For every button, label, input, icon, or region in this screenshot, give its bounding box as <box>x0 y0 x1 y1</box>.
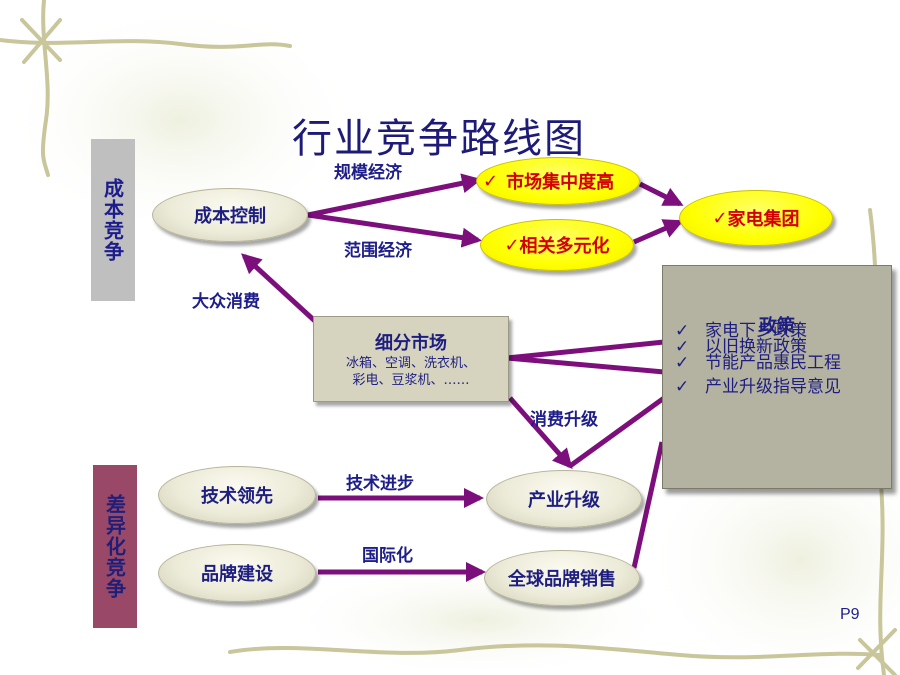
check-icon: ✓ <box>675 353 690 373</box>
arrow-concentration-to-group <box>638 181 684 207</box>
line-segment-to-policy-a <box>506 339 665 361</box>
label-scope-economy: 范围经济 <box>344 241 412 261</box>
arrow-diversification-to-group <box>633 219 684 245</box>
differentiation-competition-label: 差异化竞争 <box>93 465 137 628</box>
node-market-concentration-label: 市场集中度高 <box>506 172 615 193</box>
line-global-to-policy <box>631 441 665 569</box>
segment-market-line-2: 彩电、豆浆机、…… <box>352 373 470 388</box>
line-segment-to-policy-b <box>506 355 665 375</box>
check-icon: ✓ <box>504 234 520 256</box>
arrow-segment-to-upgrade <box>508 396 573 469</box>
segment-market-line-1: 冰箱、空调、洗衣机、 <box>345 356 476 371</box>
line-policy-to-upgrade <box>568 395 666 469</box>
page-title: 行业竞争路线图 <box>292 116 586 162</box>
node-market-concentration: ✓ 市场集中度高 <box>476 157 640 205</box>
label-scale-economy: 规模经济 <box>334 163 402 183</box>
page-number: P9 <box>840 606 860 623</box>
check-icon: ✓ <box>675 321 690 341</box>
check-icon: ✓ <box>712 207 728 229</box>
node-tech-leading: 技术领先 <box>158 466 316 524</box>
node-related-diversification-label: 相关多元化 <box>519 236 610 257</box>
segment-market-title: 细分市场 <box>375 333 447 354</box>
node-industry-upgrade: 产业升级 <box>486 470 642 528</box>
node-cost-control: 成本控制 <box>152 188 308 242</box>
arrow-cost-to-diversification <box>307 212 482 248</box>
policy-box: 政策 ✓家电下乡政策 ✓以旧换新政策 ✓节能产品惠民工程 ✓产业升级指导意见 <box>662 265 892 489</box>
label-internationalization: 国际化 <box>362 546 413 566</box>
check-icon: ✓ <box>675 377 690 397</box>
cost-competition-label: 成本竞争 <box>91 139 135 301</box>
label-consumption-upgrade: 消费升级 <box>530 410 598 430</box>
node-related-diversification: ✓ 相关多元化 <box>480 219 634 271</box>
node-brand-building: 品牌建设 <box>158 544 316 602</box>
policy-item: ✓产业升级指导意见 <box>675 377 841 397</box>
segment-market-box: 细分市场 冰箱、空调、洗衣机、 彩电、豆浆机、…… <box>313 316 509 402</box>
label-mass-consumption: 大众消费 <box>192 292 260 312</box>
label-tech-progress: 技术进步 <box>346 474 414 494</box>
policy-title: 政策 <box>759 316 795 337</box>
check-icon: ✓ <box>483 170 499 192</box>
node-appliance-group: ✓ 家电集团 <box>679 190 833 246</box>
policy-item: ✓节能产品惠民工程 <box>675 353 841 373</box>
policy-item: ✓以旧换新政策 <box>675 337 807 357</box>
node-appliance-group-label: 家电集团 <box>727 209 800 230</box>
arrow-cost-to-concentration <box>307 173 482 218</box>
policy-item: ✓家电下乡政策 <box>675 321 807 341</box>
arrow-segment-to-cost <box>241 253 318 324</box>
check-icon: ✓ <box>675 337 690 357</box>
node-global-brand-sales: 全球品牌销售 <box>484 550 640 606</box>
